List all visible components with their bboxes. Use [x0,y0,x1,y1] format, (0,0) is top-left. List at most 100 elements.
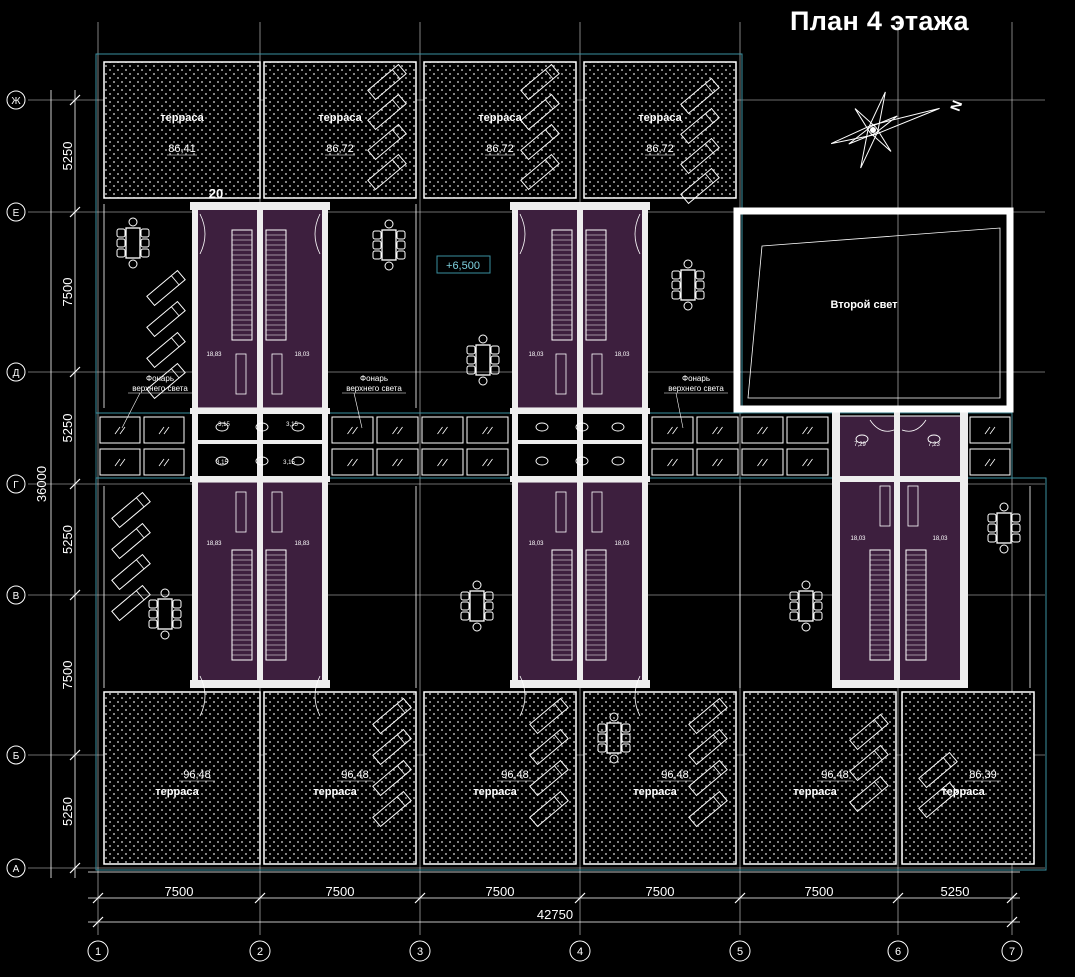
wall [190,476,330,482]
sunbed-head [171,275,180,286]
void-outline [747,227,1001,399]
dim-tick [734,892,746,904]
chair [987,533,997,543]
glass-mark [712,458,723,467]
axis-bubble [6,474,26,494]
sunbed [372,759,412,797]
sunbed-head [874,781,883,792]
skylight-label-line1: Фонарь [682,374,710,383]
dim-tick [69,862,81,874]
dim-tick [1006,916,1018,928]
door-swing [519,675,526,717]
door-swing [199,675,206,717]
sunbed [367,63,407,101]
dim-value-row: 7500 [60,278,75,307]
chair [621,743,631,753]
terrace-area: 96,48 [661,769,689,781]
plan-geometry [95,53,1047,871]
chair [160,630,170,640]
room-area: 18,03 [850,536,866,542]
skylight-cell [466,448,509,476]
terrace-area: 86,72 [326,143,354,155]
chair [597,733,607,743]
chair [813,611,823,621]
door-swing [519,213,526,255]
sink [575,456,589,466]
glass-mark [712,426,723,435]
axis-bubble [1001,940,1023,962]
page-title: План 4 этажа [790,6,969,36]
axis-bubble [6,745,26,765]
utility-box [555,353,567,395]
skylight-cell [331,416,374,444]
glass-mark [802,458,813,467]
wall [198,440,322,444]
terrace-bottom [743,691,897,865]
room-area: 18,03 [528,541,544,547]
dining-table [381,229,397,261]
chair [396,240,406,250]
room-area: 18,03 [614,541,630,547]
terrace-label: терраса [318,112,362,124]
utility-box [271,353,283,395]
sunbed [146,300,186,338]
sunbed [680,107,720,145]
glass-mark [667,458,678,467]
glass-mark [392,458,403,467]
terrace-area: 86,41 [168,143,196,155]
compass-icon [830,91,940,169]
room-area: 18,83 [206,541,222,547]
chair [987,523,997,533]
sunbed-head [397,765,406,776]
skylight-cell [376,416,419,444]
sunbed-head [136,590,145,601]
glass-mark [347,458,358,467]
leader-line [121,392,141,429]
chair [695,270,705,280]
dim-tick [574,892,586,904]
terrace-area: 96,48 [501,769,529,781]
sunbed [520,63,560,101]
dining-table [606,722,622,754]
chair [695,280,705,290]
sunbed [367,123,407,161]
wall [257,204,263,686]
axis-label: А [13,864,20,875]
glass-mark [757,426,768,435]
compass-ray [854,108,892,152]
wall [577,204,583,686]
room-area: 7,23 [928,442,940,448]
skylight-cell [741,448,784,476]
room-area: 3,15 [286,422,298,428]
wall [960,412,968,686]
dining-table [469,590,485,622]
sunbed-head [397,796,406,807]
axis-bubble [729,940,751,962]
chair [801,580,811,590]
chair [490,365,500,375]
chair [140,238,150,248]
dim-value-row: 5250 [60,142,75,171]
terrace-bottom [901,691,1035,865]
sunbed-head [554,796,563,807]
chair [372,250,382,260]
dim-tick [69,749,81,761]
chair [671,270,681,280]
skylight-label-line2: верхнего света [132,384,188,393]
chair [999,544,1009,554]
glass-mark [482,426,493,435]
axis-bubble [6,858,26,878]
terrace-area: 86,39 [969,769,997,781]
terrace-label: терраса [793,786,837,798]
sunbed-head [397,703,406,714]
dim-total-width: 42750 [537,907,573,922]
elevation-mark: +6,500 [446,260,480,272]
chair [490,345,500,355]
skylight-label-line1: Фонарь [360,374,388,383]
sink [291,422,305,432]
skylight-cell [99,448,141,476]
skylight-cell [466,416,509,444]
terrace-bottom [423,691,577,865]
sunbed-head [713,765,722,776]
chair [472,580,482,590]
